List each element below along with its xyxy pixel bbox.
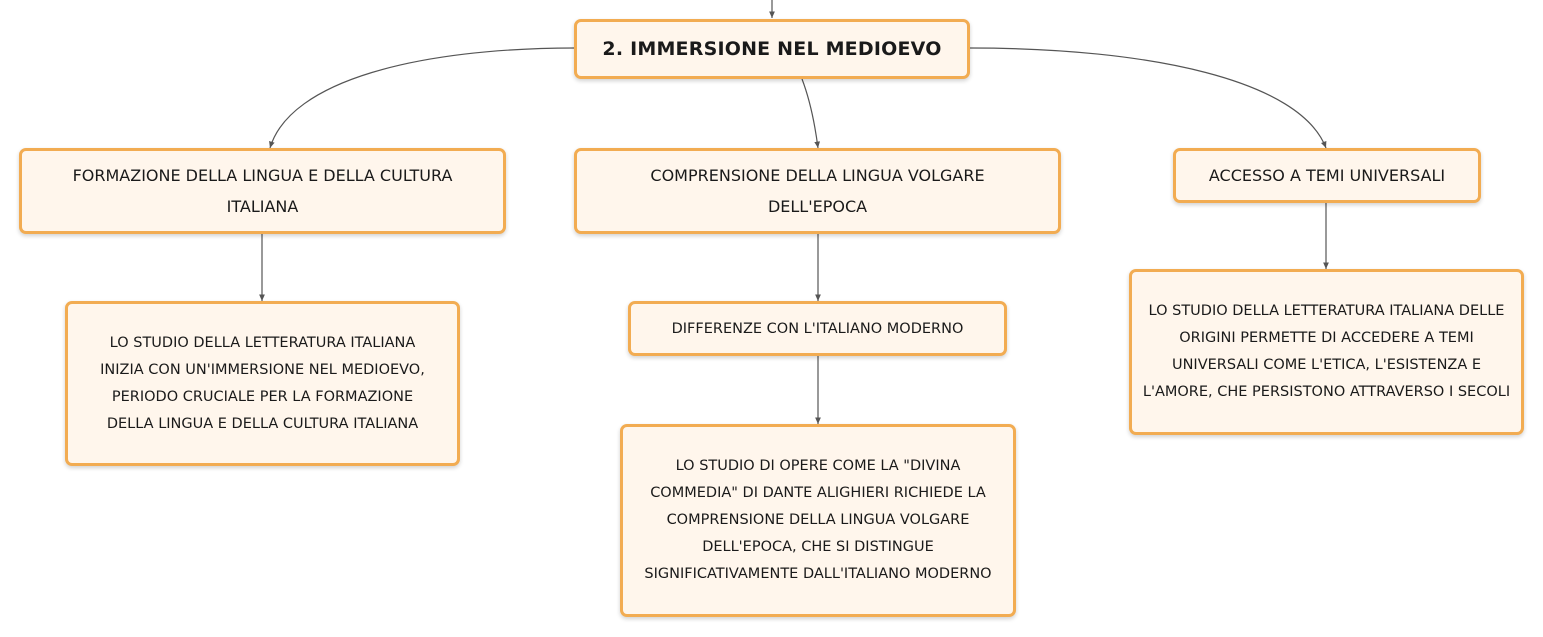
connector-root-branch-3 xyxy=(969,47,1327,149)
sub-node-differenze[interactable]: DIFFERENZE CON L'ITALIANO MODERNO xyxy=(628,301,1007,356)
connector-root-branch-1 xyxy=(269,47,576,149)
detail-node-text: LO STUDIO DI OPERE COME LA "DIVINA COMME… xyxy=(644,458,992,582)
branch-node-formazione[interactable]: FORMAZIONE DELLA LINGUA E DELLA CULTURA … xyxy=(19,148,506,234)
root-node-label: 2. IMMERSIONE NEL MEDIOEVO xyxy=(602,38,942,60)
detail-node-text: LO STUDIO DELLA LETTERATURA ITALIANA INI… xyxy=(100,334,425,432)
detail-node-comprensione[interactable]: LO STUDIO DI OPERE COME LA "DIVINA COMME… xyxy=(620,424,1016,617)
detail-node-formazione[interactable]: LO STUDIO DELLA LETTERATURA ITALIANA INI… xyxy=(65,301,460,466)
branch-node-label: FORMAZIONE DELLA LINGUA E DELLA CULTURA … xyxy=(72,166,453,216)
branch-node-comprensione[interactable]: COMPRENSIONE DELLA LINGUA VOLGARE DELL'E… xyxy=(574,148,1061,234)
branch-node-label: COMPRENSIONE DELLA LINGUA VOLGARE DELL'E… xyxy=(650,166,985,216)
branch-node-accesso[interactable]: ACCESSO A TEMI UNIVERSALI xyxy=(1173,148,1481,203)
sub-node-label: DIFFERENZE CON L'ITALIANO MODERNO xyxy=(671,320,964,337)
root-node[interactable]: 2. IMMERSIONE NEL MEDIOEVO xyxy=(574,19,970,79)
branch-node-label: ACCESSO A TEMI UNIVERSALI xyxy=(1208,166,1446,185)
connector-root-branch-2 xyxy=(801,78,821,149)
detail-node-accesso[interactable]: LO STUDIO DELLA LETTERATURA ITALIANA DEL… xyxy=(1129,269,1524,435)
detail-node-text: LO STUDIO DELLA LETTERATURA ITALIANA DEL… xyxy=(1142,303,1511,400)
